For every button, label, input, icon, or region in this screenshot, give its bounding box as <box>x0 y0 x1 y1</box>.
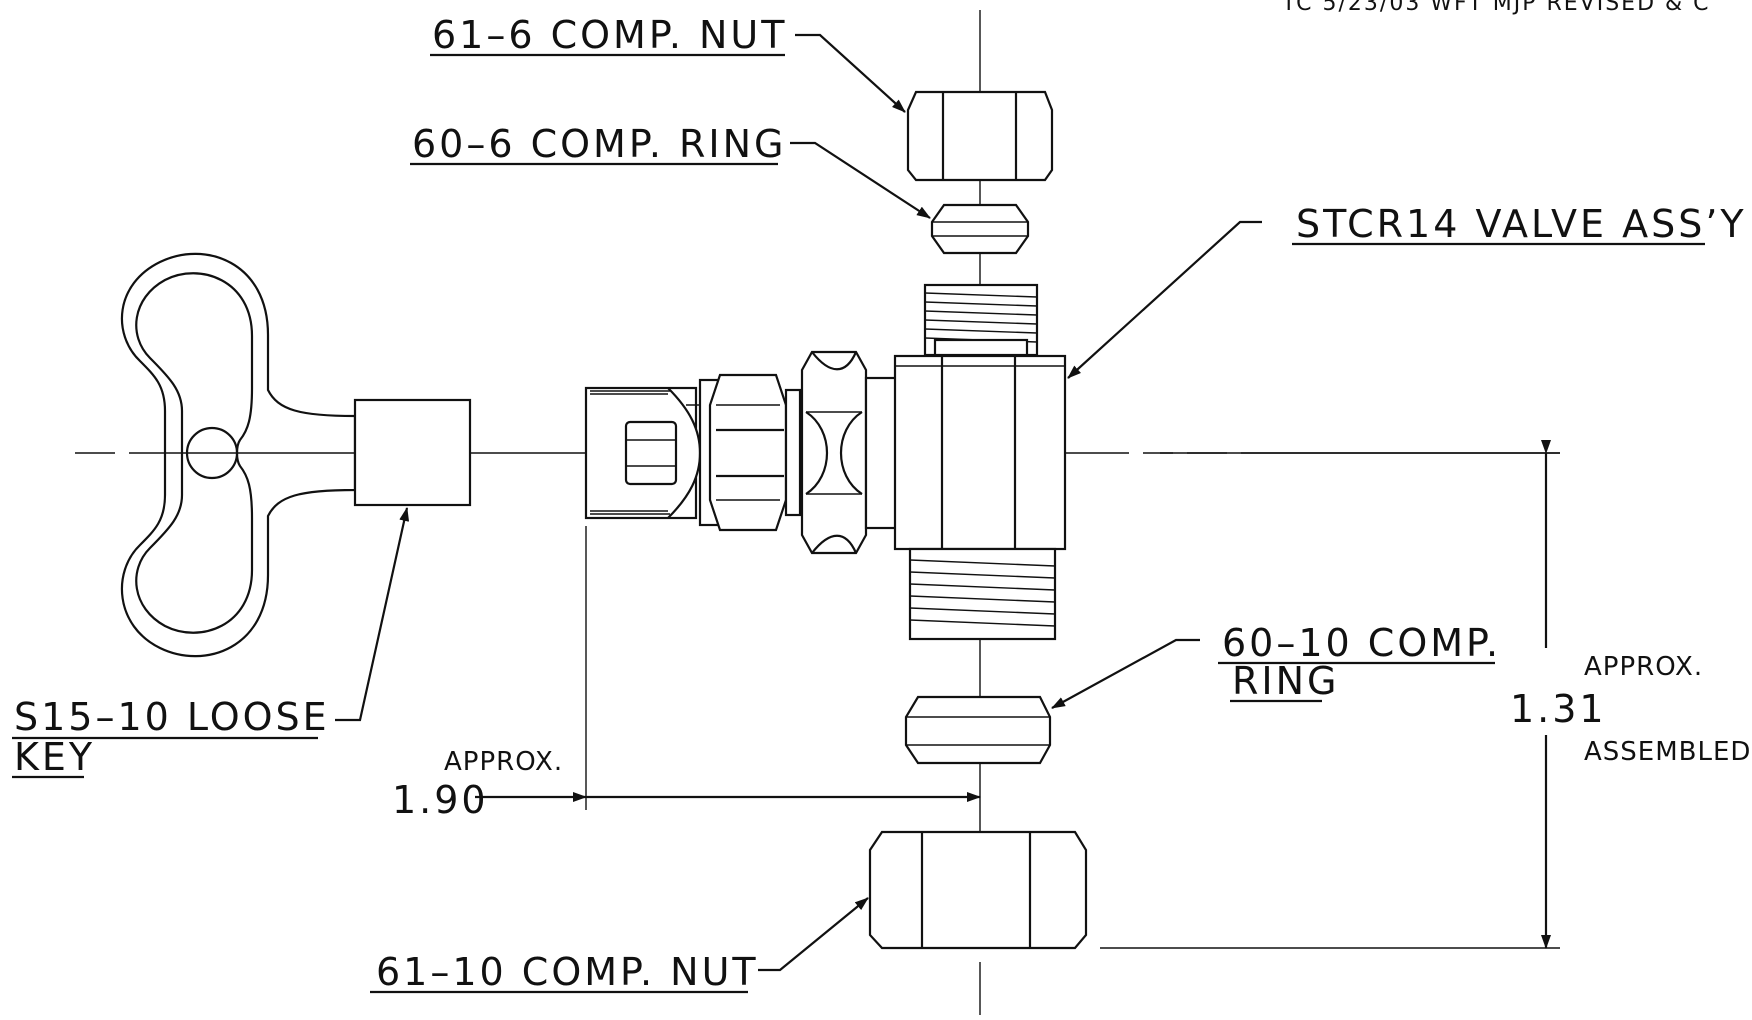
dim-vertical-value: 1.31 <box>1510 687 1607 731</box>
label-large-comp-nut: 61–10 COMP. NUT <box>376 950 759 994</box>
dimension-vertical <box>1100 440 1560 949</box>
dimension-horizontal <box>475 526 981 810</box>
label-loose-key-line2: KEY <box>14 735 95 779</box>
dimension-labels: APPROX. 1.90 APPROX. 1.31 ASSEMBLED <box>392 652 1751 822</box>
callout-labels: 61–6 COMP. NUT 60–6 COMP. RING STCR14 VA… <box>12 13 1747 994</box>
leader-lines <box>335 33 1262 972</box>
revision-note: TC 5/23/03 WFT MJP REVISED & C <box>1281 0 1711 16</box>
label-loose-key-line1: S15–10 LOOSE <box>14 695 330 739</box>
dim-vertical-qualifier-bottom: ASSEMBLED <box>1584 737 1751 767</box>
label-large-ring-line1: 60–10 COMP. <box>1222 621 1501 665</box>
valve-side-outlet <box>584 350 898 555</box>
large-comp-nut <box>868 830 1088 950</box>
loose-key <box>120 252 472 658</box>
large-comp-ring <box>904 695 1052 765</box>
label-small-comp-nut: 61–6 COMP. NUT <box>432 13 787 57</box>
dim-horizontal-qualifier: APPROX. <box>444 747 563 777</box>
small-comp-ring <box>930 203 1030 255</box>
small-comp-nut <box>906 90 1054 182</box>
valve-body <box>893 283 1067 641</box>
label-large-ring-line2: RING <box>1232 659 1339 703</box>
dim-vertical-qualifier-top: APPROX. <box>1584 652 1703 682</box>
dim-horizontal-value: 1.90 <box>392 778 489 822</box>
label-valve-assembly: STCR14 VALVE ASS’Y <box>1296 202 1747 246</box>
label-small-comp-ring: 60–6 COMP. RING <box>412 122 786 166</box>
